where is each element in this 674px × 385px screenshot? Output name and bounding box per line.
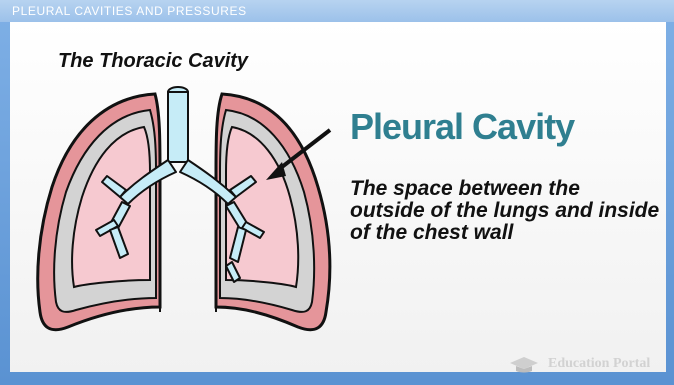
education-portal-logo: Education Portal (508, 355, 674, 375)
slide-canvas: The Thoracic Cavity (10, 22, 666, 372)
graduation-cap-icon (508, 355, 540, 375)
slide-header: PLEURAL CAVITIES AND PRESSURES (0, 0, 674, 22)
pleural-cavity-title: Pleural Cavity (350, 106, 574, 148)
pleural-cavity-description: The space between the outside of the lun… (350, 178, 660, 244)
mediastinum (160, 172, 216, 312)
slide-header-title: PLEURAL CAVITIES AND PRESSURES (12, 4, 247, 18)
logo-text: Education Portal (548, 356, 650, 372)
